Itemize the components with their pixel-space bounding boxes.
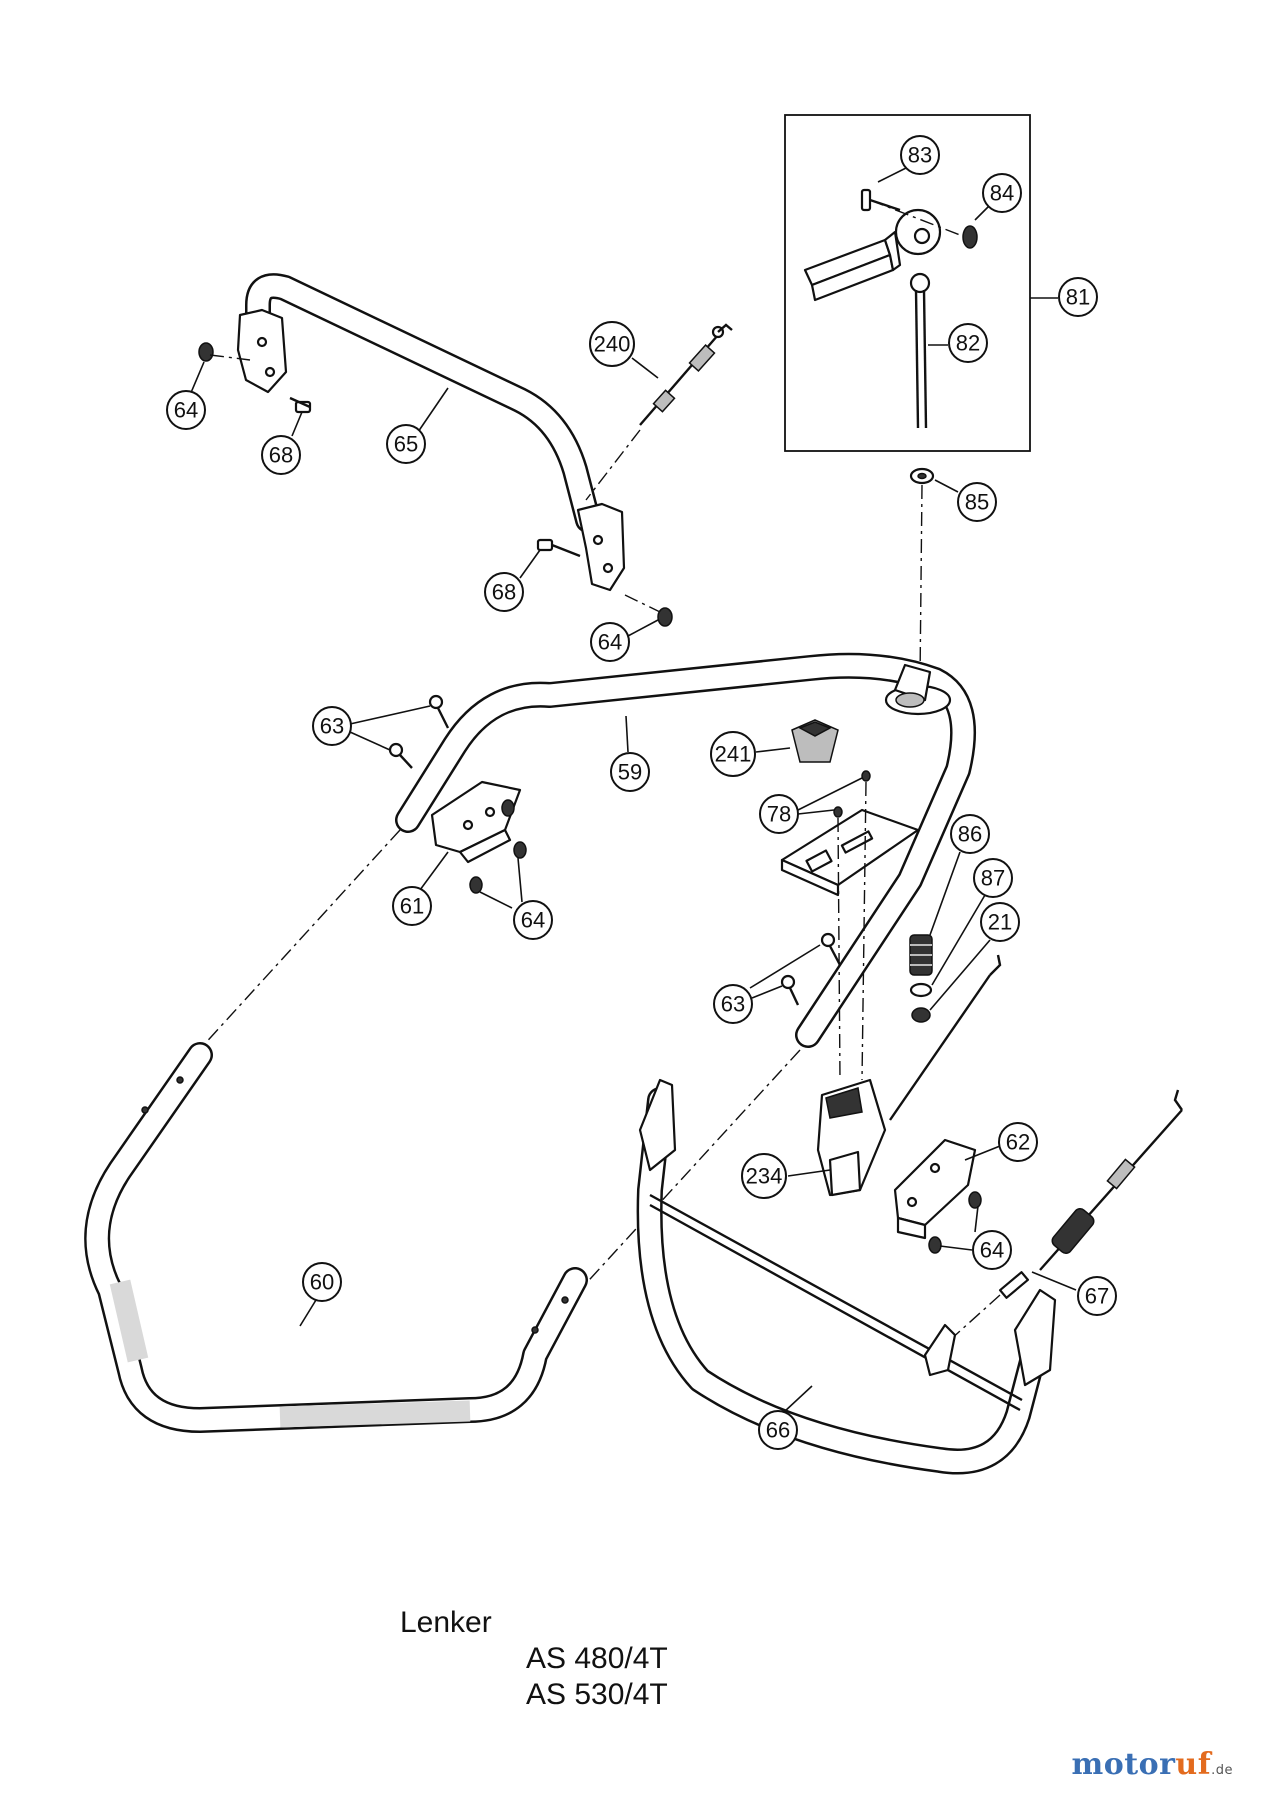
diagram-title: Lenker AS 480/4T AS 530/4T — [400, 1605, 668, 1713]
callout-82: 82 — [956, 331, 980, 356]
bolts-63b-part — [780, 932, 842, 1006]
callout-85: 85 — [965, 490, 989, 515]
callout-78: 78 — [767, 802, 791, 827]
cable-67-part — [998, 1089, 1183, 1299]
callout-64-mid: 64 — [598, 630, 622, 655]
callout-68-mid: 68 — [492, 580, 516, 605]
bracket-62-part — [893, 1138, 977, 1240]
callout-59: 59 — [618, 760, 642, 785]
callout-21: 21 — [988, 910, 1012, 935]
bolt-68b-part — [536, 538, 581, 558]
callout-64-left-mid: 64 — [521, 908, 545, 933]
watermark-brand-blue: motor — [1071, 1747, 1176, 1782]
nut-21-part — [911, 1007, 931, 1023]
callout-234: 234 — [746, 1164, 783, 1189]
lever-assembly-inset: 83 84 82 — [784, 114, 1031, 452]
watermark-logo: motoruf.de — [1071, 1747, 1233, 1782]
plug-241-part — [791, 719, 839, 763]
callout-240: 240 — [594, 332, 631, 357]
callout-64-left: 64 — [174, 398, 198, 423]
watermark-brand-orange: uf — [1175, 1747, 1212, 1782]
shift-plate-part — [780, 808, 920, 897]
model-name-1: AS 480/4T — [526, 1642, 668, 1675]
lever-part — [803, 208, 942, 302]
callout-81: 81 — [1066, 285, 1090, 310]
callout-64-right: 64 — [980, 1238, 1004, 1263]
model-name-2: AS 530/4T — [526, 1678, 668, 1711]
bracket-61-part — [430, 780, 522, 864]
bolt-68a-part — [289, 396, 312, 414]
callout-63-top: 63 — [320, 714, 344, 739]
main-handle-59-part — [395, 652, 977, 1048]
callout-63-low: 63 — [721, 992, 745, 1017]
callout-83: 83 — [908, 143, 932, 168]
callout-62: 62 — [1006, 1130, 1030, 1155]
lower-handle-60-part — [84, 1042, 588, 1433]
callout-65: 65 — [394, 432, 418, 457]
callout-84: 84 — [990, 181, 1014, 206]
washer-87-part — [909, 982, 933, 998]
callout-66: 66 — [766, 1418, 790, 1443]
spring-86-part — [909, 934, 933, 976]
callout-60: 60 — [310, 1270, 334, 1295]
watermark-tld: .de — [1211, 1763, 1233, 1778]
handle-bar-65-part — [236, 273, 626, 592]
callout-61: 61 — [400, 894, 424, 919]
title-label: Lenker — [400, 1606, 492, 1639]
cable-240-part — [639, 323, 733, 426]
callout-87: 87 — [981, 866, 1005, 891]
callout-68-left: 68 — [269, 443, 293, 468]
rod-82-part — [909, 272, 931, 429]
callout-86: 86 — [958, 822, 982, 847]
washer-84-part — [962, 225, 978, 249]
callout-241: 241 — [715, 742, 752, 767]
callout-67: 67 — [1085, 1284, 1109, 1309]
lever-mount-part — [884, 663, 952, 716]
shift-gate-234-part — [816, 1078, 887, 1197]
